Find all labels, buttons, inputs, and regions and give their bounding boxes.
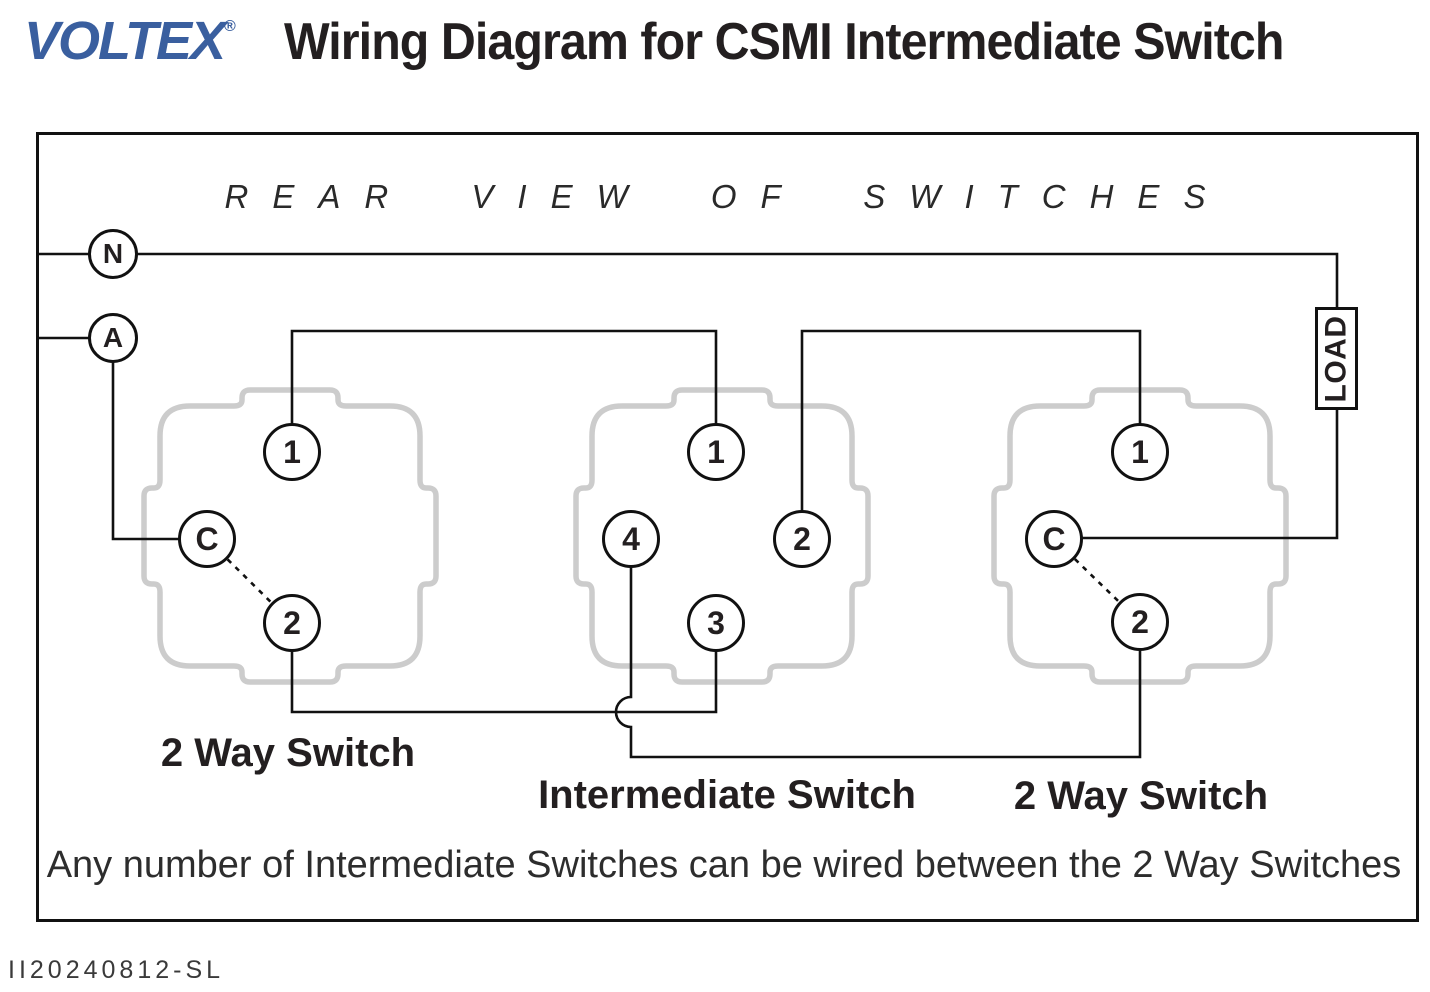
wire-live-to-left-common	[37, 336, 207, 541]
switch-label-middle: Intermediate Switch	[538, 773, 916, 817]
load-box: LOAD	[1315, 307, 1358, 410]
terminal-middle-2: 2	[773, 510, 831, 568]
terminal-left-2: 2	[263, 594, 321, 652]
load-label: LOAD	[1319, 315, 1353, 402]
diagram-frame	[36, 132, 1419, 922]
voltex-logo: VOLTEX®	[24, 14, 236, 68]
terminal-middle-1: 1	[687, 423, 745, 481]
registered-mark: ®	[224, 18, 236, 35]
wire-middle4-to-right2-with-hop	[614, 539, 1142, 759]
page-title: Wiring Diagram for CSMI Intermediate Swi…	[284, 13, 1284, 71]
terminal-neutral: N	[88, 229, 138, 279]
note-text: Any number of Intermediate Switches can …	[46, 844, 1402, 886]
wire-middle2-to-right1	[800, 329, 1142, 539]
switch-label-right: 2 Way Switch	[1013, 774, 1269, 818]
wire-load-to-right-common	[1054, 410, 1339, 540]
wire-left2-to-middle3	[290, 623, 718, 714]
terminal-left-1: 1	[263, 423, 321, 481]
document-code: II20240812-SL	[8, 956, 225, 984]
terminal-live-a: A	[88, 313, 138, 363]
terminal-middle-3: 3	[687, 594, 745, 652]
wire-left1-to-middle1	[290, 329, 718, 452]
rear-view-heading: REAR VIEW OF SWITCHES	[224, 178, 1230, 215]
dashed-link-right-switch	[1073, 558, 1121, 603]
switch-label-left: 2 Way Switch	[160, 731, 416, 775]
voltex-logo-text: VOLTEX	[24, 11, 226, 71]
terminal-right-2: 2	[1111, 593, 1169, 651]
terminal-left-c: C	[178, 510, 236, 568]
terminal-right-1: 1	[1111, 423, 1169, 481]
wire-neutral-to-load	[37, 252, 1339, 307]
dashed-link-left-switch	[226, 558, 273, 604]
terminal-right-c: C	[1025, 510, 1083, 568]
terminal-middle-4: 4	[602, 510, 660, 568]
